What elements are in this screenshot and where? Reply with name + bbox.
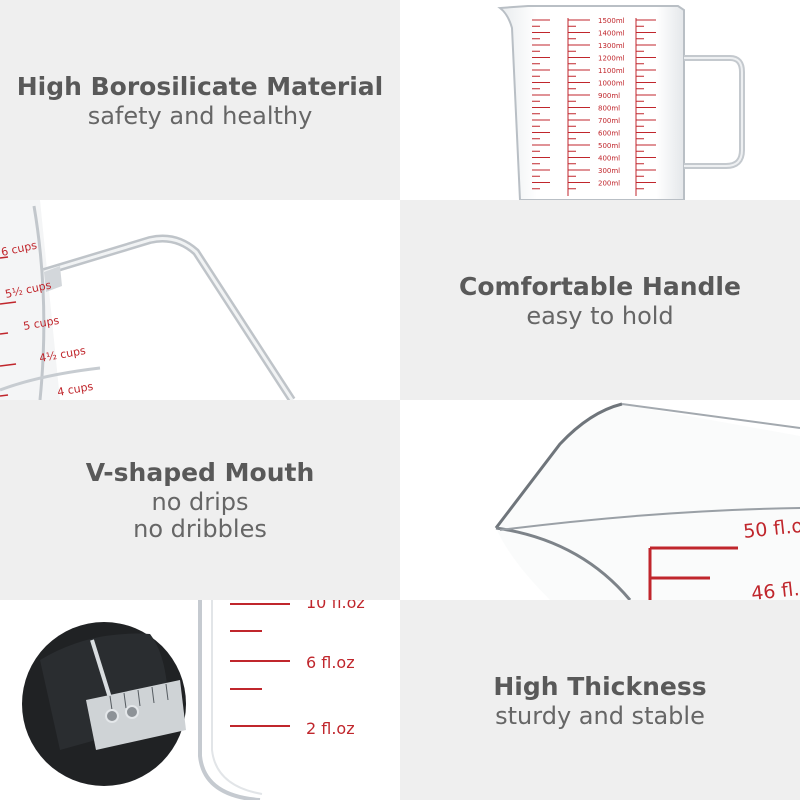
ml-marking-label: 300ml xyxy=(598,167,620,175)
ml-marking-label: 500ml xyxy=(598,142,620,150)
feature-material-panel: High Borosilicate Material safety and he… xyxy=(0,0,400,200)
feature-handle-subtitle: easy to hold xyxy=(526,301,674,330)
feature-material-title: High Borosilicate Material xyxy=(16,71,384,101)
wall-thickness-inset xyxy=(22,622,186,786)
handle-illustration: 6 cups 5½ cups 5 cups 4½ cups 4 cups xyxy=(0,200,296,400)
mouth-closeup-image: 50 fl.oz 46 fl.oz xyxy=(400,400,800,600)
feature-mouth-title: V-shaped Mouth xyxy=(85,458,315,487)
ml-marking-label: 1300ml xyxy=(598,42,625,50)
thickness-illustration: 10 fl.oz 6 fl.oz 2 fl.oz xyxy=(22,600,400,800)
feature-material-subtitle: safety and healthy xyxy=(87,101,313,130)
feature-mouth-panel: V-shaped Mouth no drips no dribbles xyxy=(0,400,400,600)
base-marking-label: 2 fl.oz xyxy=(306,719,355,738)
base-marking-label: 6 fl.oz xyxy=(306,653,355,672)
ml-marking-label: 1400ml xyxy=(598,30,625,38)
feature-handle-panel: Comfortable Handle easy to hold xyxy=(400,200,800,400)
ml-marking-label: 400ml xyxy=(598,155,620,163)
feature-mouth-line-1: no drips xyxy=(151,488,249,516)
ml-marking-label: 900ml xyxy=(598,92,620,100)
feature-mouth-line-2: no dribbles xyxy=(133,515,267,543)
feature-handle-title: Comfortable Handle xyxy=(459,271,741,301)
ml-marking-label: 1200ml xyxy=(598,55,625,63)
cup-full-view-image: 1500ml 1400ml 1300ml 1200ml 1100ml 1000ml 900m… xyxy=(400,0,800,200)
handle-closeup-image: 6 cups 5½ cups 5 cups 4½ cups 4 cups xyxy=(0,200,400,400)
ml-marking-label: 800ml xyxy=(598,105,620,113)
feature-thickness-panel: High Thickness sturdy and stable xyxy=(400,600,800,800)
base-marking-label: 10 fl.oz xyxy=(306,600,365,612)
measuring-cup-illustration: 1500ml 1400ml 1300ml 1200ml 1100ml 1000ml 900m… xyxy=(497,5,745,200)
ml-marking-label: 200ml xyxy=(598,180,620,188)
spout-illustration: 50 fl.oz 46 fl.oz xyxy=(494,402,800,600)
ml-marking-label: 700ml xyxy=(598,117,620,125)
thickness-closeup-image: 10 fl.oz 6 fl.oz 2 fl.oz xyxy=(0,600,400,800)
handle-marking-label: 5 cups xyxy=(22,314,60,333)
ml-marking-label: 1500ml xyxy=(598,17,625,25)
ml-marking-label: 1000ml xyxy=(598,80,625,88)
ml-marking-label: 1100ml xyxy=(598,67,625,75)
feature-thickness-subtitle: sturdy and stable xyxy=(495,701,705,730)
feature-thickness-title: High Thickness xyxy=(493,671,707,701)
ml-marking-label: 600ml xyxy=(598,130,620,138)
handle-marking-label: 4 cups xyxy=(56,380,94,399)
